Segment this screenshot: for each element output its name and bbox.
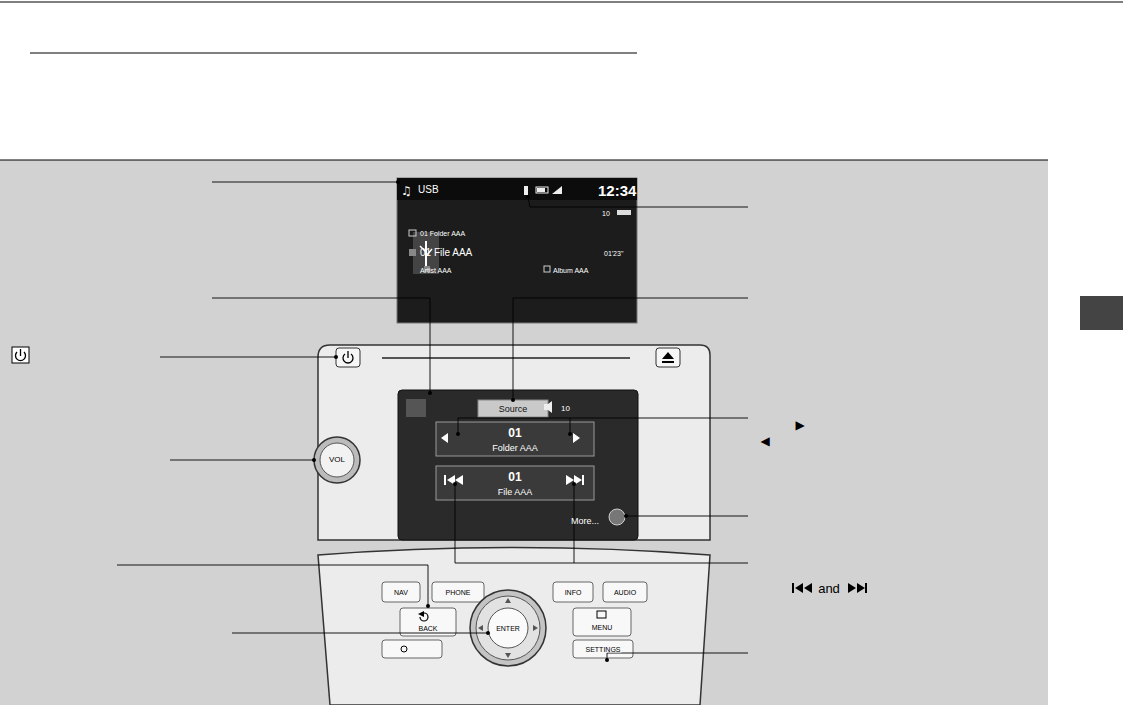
knob-label: ENTER: [496, 625, 520, 632]
button-label: PHONE: [446, 589, 471, 596]
upper-screen: ♫: [397, 178, 637, 323]
track-name: 01 File AAA: [420, 248, 472, 258]
button-label: SETTINGS: [584, 646, 621, 653]
button-label: INFO: [565, 589, 582, 596]
folder-name: 01 Folder AAA: [420, 230, 465, 237]
leader-line: [117, 182, 748, 660]
rule: [0, 160, 1048, 161]
source-tab: Source: [499, 405, 528, 414]
clock: 12:34: [598, 183, 636, 198]
folder-number: 01: [508, 427, 521, 439]
knob-label: VOL: [329, 456, 345, 464]
button-label: BACK: [417, 625, 438, 632]
control-panel: [318, 548, 710, 705]
folder-name: Folder AAA: [492, 444, 538, 453]
album-name: Album AAA: [553, 267, 588, 274]
power-icon: [12, 347, 29, 363]
more-button: More...: [571, 517, 599, 526]
rule: [0, 1, 1123, 2]
track-time: 01'23": [604, 250, 623, 257]
leader-dot: [312, 180, 628, 662]
button-label: MENU: [592, 624, 613, 631]
track-number: 01: [508, 471, 521, 483]
head-unit: [314, 345, 710, 540]
track-name: File AAA: [498, 488, 533, 497]
rule: [30, 53, 637, 54]
volume-level: 10: [561, 405, 570, 413]
callout-symbol: ◀: [760, 435, 769, 447]
screen-text: USB: [418, 185, 439, 195]
svg-text:♫: ♫: [401, 184, 412, 198]
callout-symbol: ▶: [795, 419, 804, 431]
artist-name: Artist AAA: [420, 267, 452, 274]
callout-text: and: [818, 582, 840, 595]
button-label: AUDIO: [614, 589, 636, 596]
volume-level: 10: [602, 210, 610, 217]
section-tab: [1080, 296, 1123, 330]
panel-ground: [0, 160, 1048, 705]
button-label: NAV: [394, 589, 408, 596]
